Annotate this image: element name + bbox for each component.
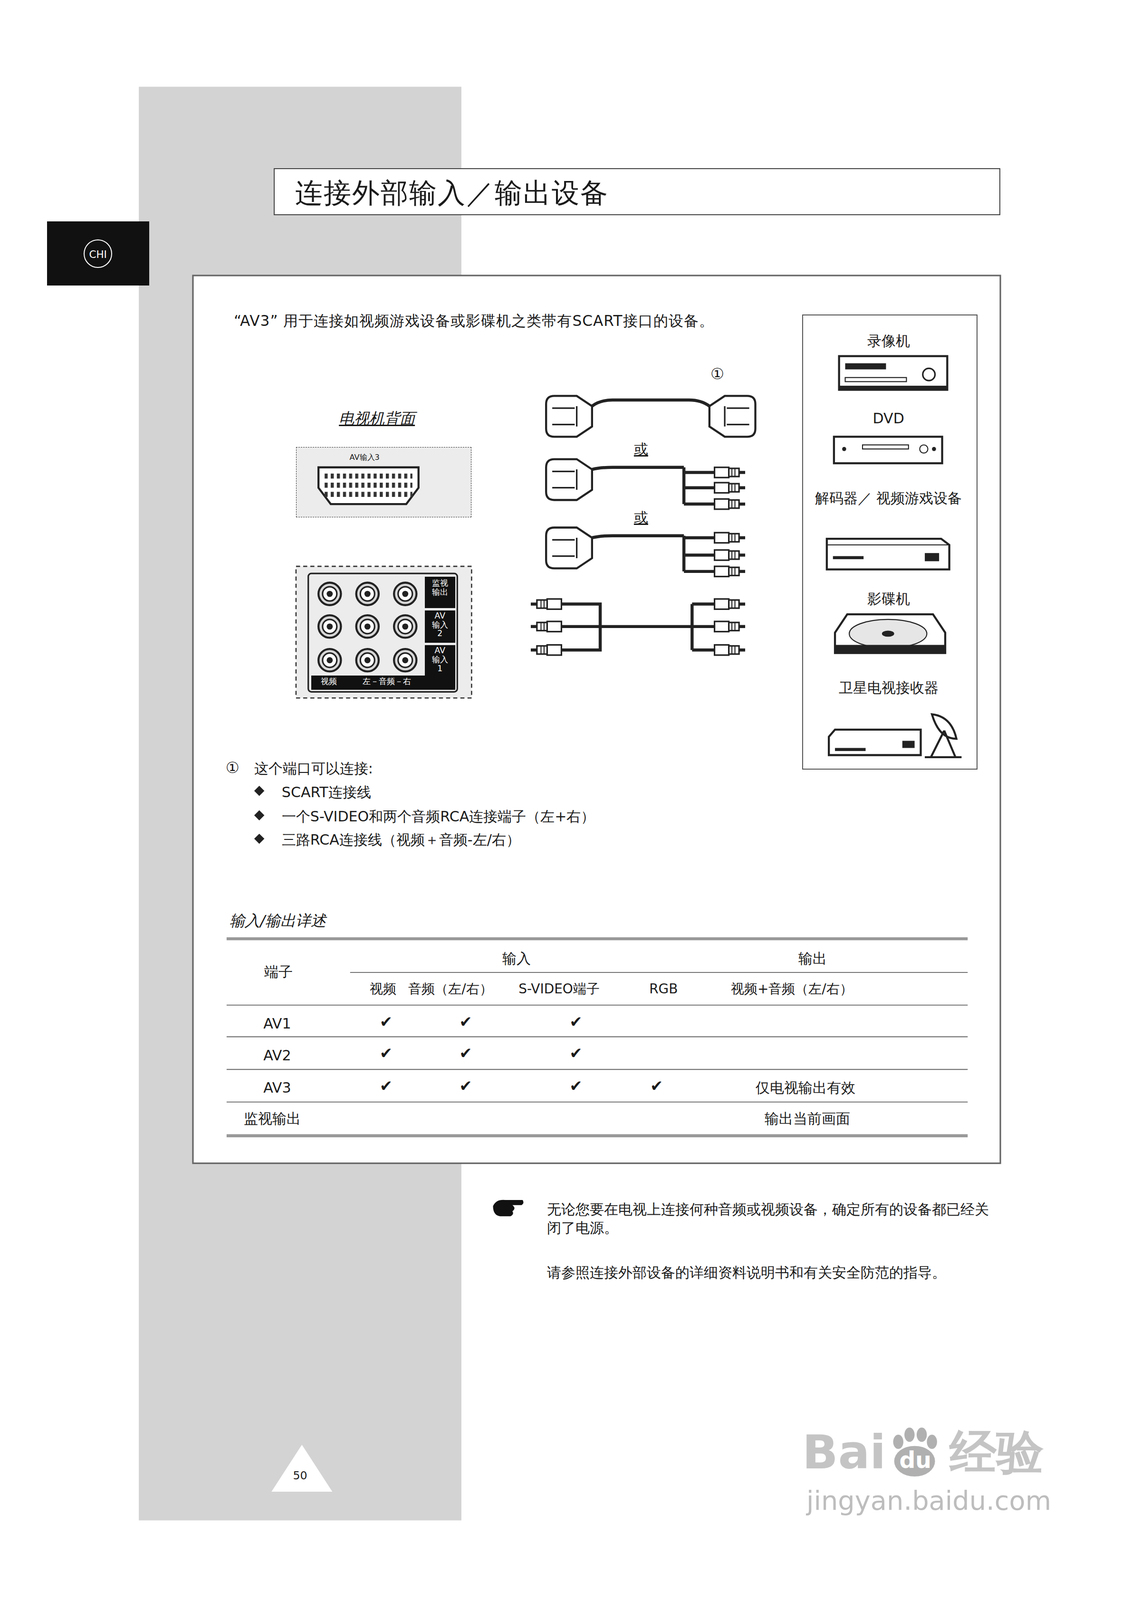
or-label: 或 — [633, 508, 649, 528]
page-number: 50 — [270, 1468, 330, 1484]
check-mark: ✔ — [459, 1044, 473, 1064]
scart-panel: AV输入3 — [296, 447, 472, 518]
port-tag: 监视输出 — [424, 576, 456, 609]
table-cell: 仅电视输出有效 — [755, 1078, 856, 1098]
page-number-triangle: 50 — [270, 1444, 334, 1494]
table-cell: AV2 — [263, 1046, 291, 1065]
language-tab: CHI — [47, 221, 150, 286]
table-cell: 输出当前画面 — [764, 1109, 851, 1129]
table-header: 输入 — [502, 949, 531, 969]
table-title: 输入/输出详述 — [229, 911, 326, 932]
check-mark: ✔ — [569, 1076, 583, 1097]
port-tag: 左－音频－右 — [349, 675, 456, 691]
table-header: 输出 — [798, 949, 827, 969]
note-text: 这个端口可以连接: — [254, 759, 374, 778]
list-item: 一个S-VIDEO和两个音频RCA连接端子（左+右） — [281, 807, 596, 826]
watermark: jingyan.baidu.com — [806, 1486, 1052, 1516]
check-mark: ✔ — [569, 1012, 583, 1033]
table-cell: 监视输出 — [243, 1109, 301, 1129]
title-box: 连接外部输入／输出设备 — [273, 168, 1001, 216]
table-header: S-VIDEO端子 — [518, 980, 600, 998]
intro-text: “AV3” 用于连接如视频游戏设备或影碟机之类带有SCART接口的设备。 — [233, 311, 775, 331]
watermark: 经验 — [949, 1427, 1044, 1479]
port-tag: AV输入2 — [424, 610, 456, 644]
device-label: 影碟机 — [803, 589, 974, 609]
panel-heading: 电视机背面 — [338, 409, 415, 430]
table-header: 音频（左/右） — [408, 980, 493, 998]
port-label: AV输入1 — [431, 646, 449, 674]
table-header: RGB — [649, 980, 678, 998]
or-label: 或 — [633, 440, 649, 459]
check-mark: ✔ — [569, 1044, 583, 1064]
port-label: AV输入2 — [431, 611, 449, 639]
check-mark: ✔ — [379, 1076, 393, 1097]
table-header: 视频+音频（左/右） — [730, 980, 854, 998]
check-mark: ✔ — [459, 1012, 473, 1033]
table-cell: AV3 — [263, 1078, 291, 1098]
port-label: 视频 — [311, 676, 346, 687]
device-label: 解码器／ 视频游戏设备 — [803, 488, 974, 508]
device-label: 录像机 — [803, 331, 974, 351]
callout-number: ① — [710, 364, 725, 385]
watermark: Bai — [802, 1427, 886, 1479]
check-mark: ✔ — [379, 1044, 393, 1064]
note-text: 请参照连接外部设备的详细资料说明书和有关安全防范的指导。 — [546, 1263, 991, 1283]
table-header: 视频 — [369, 980, 397, 998]
port-tag: 视频 — [311, 675, 350, 691]
watermark: du — [899, 1448, 931, 1474]
device-label: 卫星电视接收器 — [803, 678, 974, 698]
device-label: DVD — [803, 409, 974, 428]
table-header: 端子 — [264, 962, 293, 982]
note-text: 无论您要在电视上连接何种音频或视频设备，确定所有的设备都已经关闭了电源。 — [546, 1200, 991, 1238]
port-label: 左－音频－右 — [349, 676, 425, 687]
list-item: 三路RCA连接线（视频＋音频-左/右） — [281, 830, 521, 850]
device-panel: 录像机 DVD 解码器／ 视频游戏设备影碟机卫星电视接收器 — [802, 314, 978, 770]
check-mark: ✔ — [379, 1012, 393, 1033]
port-label: AV输入3 — [349, 452, 380, 463]
port-tag: AV输入1 — [424, 645, 456, 676]
check-mark: ✔ — [650, 1076, 663, 1097]
port-label: 监视输出 — [431, 578, 449, 597]
triangle-shape — [271, 1445, 333, 1493]
triangle-outline — [270, 1444, 334, 1494]
language-code: CHI — [83, 239, 113, 269]
check-mark: ✔ — [459, 1076, 473, 1097]
list-item: SCART连接线 — [281, 783, 372, 802]
callout-number: ① — [225, 758, 240, 779]
page-title: 连接外部输入／输出设备 — [295, 175, 609, 211]
table-cell: AV1 — [263, 1014, 291, 1034]
